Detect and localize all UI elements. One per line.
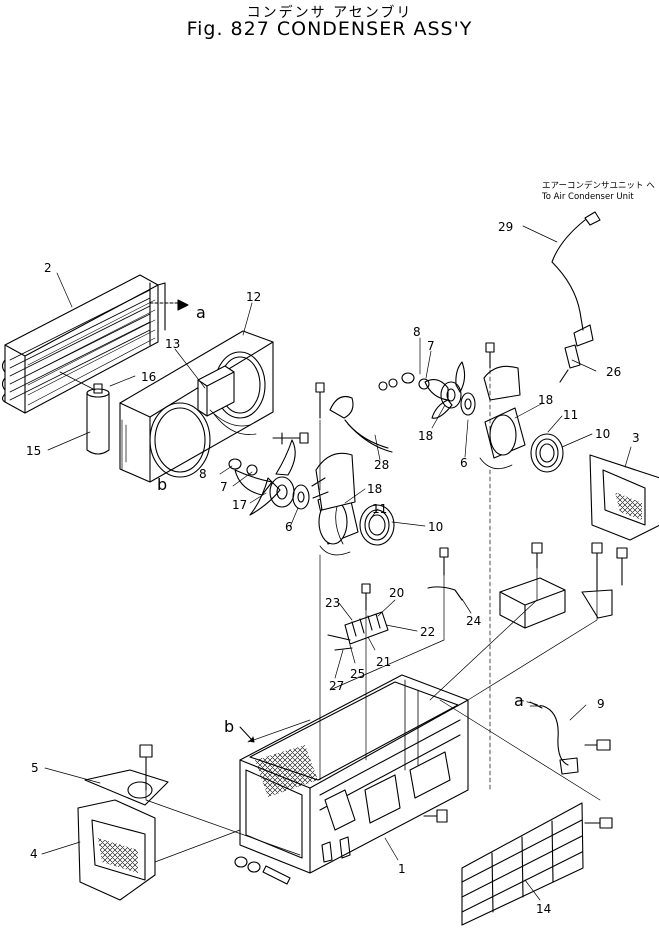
front-grille — [461, 802, 584, 926]
callout-15: 15 — [26, 444, 41, 458]
callout-4: 4 — [30, 847, 38, 861]
callout-16: 16 — [141, 370, 156, 384]
callout-8-left: 8 — [199, 467, 207, 481]
callout-7-left: 7 — [220, 480, 228, 494]
callout-29: 29 — [498, 220, 513, 234]
callout-11-right: 11 — [563, 408, 578, 422]
relay-box — [499, 577, 613, 629]
callout-18-left: 18 — [367, 482, 382, 496]
assembly-lines — [145, 369, 601, 863]
callout-2: 2 — [44, 261, 52, 275]
callout-23: 23 — [325, 596, 340, 610]
callout-10-left: 10 — [428, 520, 443, 534]
callout-22: 22 — [420, 625, 435, 639]
callout-labels: 2 a 12 13 16 15 b 8 7 17 6 18 11 10 28 8… — [26, 220, 640, 916]
hose-assembly — [551, 211, 601, 383]
side-cover-left — [77, 769, 169, 901]
callout-26: 26 — [606, 365, 621, 379]
callout-24: 24 — [466, 614, 481, 628]
callout-12: 12 — [246, 290, 261, 304]
callout-28: 28 — [374, 458, 389, 472]
callout-14: 14 — [536, 902, 551, 916]
receiver-drier — [59, 371, 110, 455]
leader-lines — [41, 225, 632, 901]
callout-13: 13 — [165, 337, 180, 351]
main-frame — [239, 674, 469, 874]
callout-20: 20 — [389, 586, 404, 600]
callout-9: 9 — [597, 697, 605, 711]
callout-25: 25 — [350, 667, 365, 681]
condenser-core — [1, 274, 189, 414]
side-cover-right — [589, 454, 659, 541]
condenser-pipe — [542, 705, 579, 775]
callout-3: 3 — [632, 431, 640, 445]
callout-10-right: 10 — [595, 427, 610, 441]
callout-27: 27 — [329, 679, 344, 693]
terminal-block — [327, 586, 463, 651]
callout-a-top: a — [196, 303, 206, 322]
callout-b-left: b — [224, 717, 234, 736]
callout-18-right-b: 18 — [538, 393, 553, 407]
wiring-harness — [329, 395, 393, 453]
callout-21: 21 — [376, 655, 391, 669]
callout-8-right: 8 — [413, 325, 421, 339]
fan-motor-left — [228, 432, 395, 556]
callout-b-mid: b — [157, 475, 167, 494]
destination-note-english: To Air Condenser Unit — [542, 192, 634, 202]
callout-6-left: 6 — [285, 520, 293, 534]
callout-6-right: 6 — [460, 456, 468, 470]
callout-5: 5 — [31, 761, 39, 775]
fan-motor-right — [378, 361, 564, 473]
destination-note-japanese: エアーコンデンサユニット へ — [542, 181, 655, 191]
callout-18-right-a: 18 — [418, 429, 433, 443]
fan-shroud — [119, 330, 274, 483]
figure-title: Fig. 827 CONDENSER ASS'Y — [186, 18, 473, 40]
reference-arrows — [239, 701, 543, 743]
callout-1: 1 — [398, 862, 406, 876]
title-japanese: コンデンサ アセンブリ — [246, 5, 413, 21]
callout-7-right: 7 — [427, 339, 435, 353]
callout-a-right: a — [514, 691, 524, 710]
callout-17: 17 — [232, 498, 247, 512]
bolts — [139, 342, 628, 885]
callout-11-left: 11 — [372, 502, 387, 516]
